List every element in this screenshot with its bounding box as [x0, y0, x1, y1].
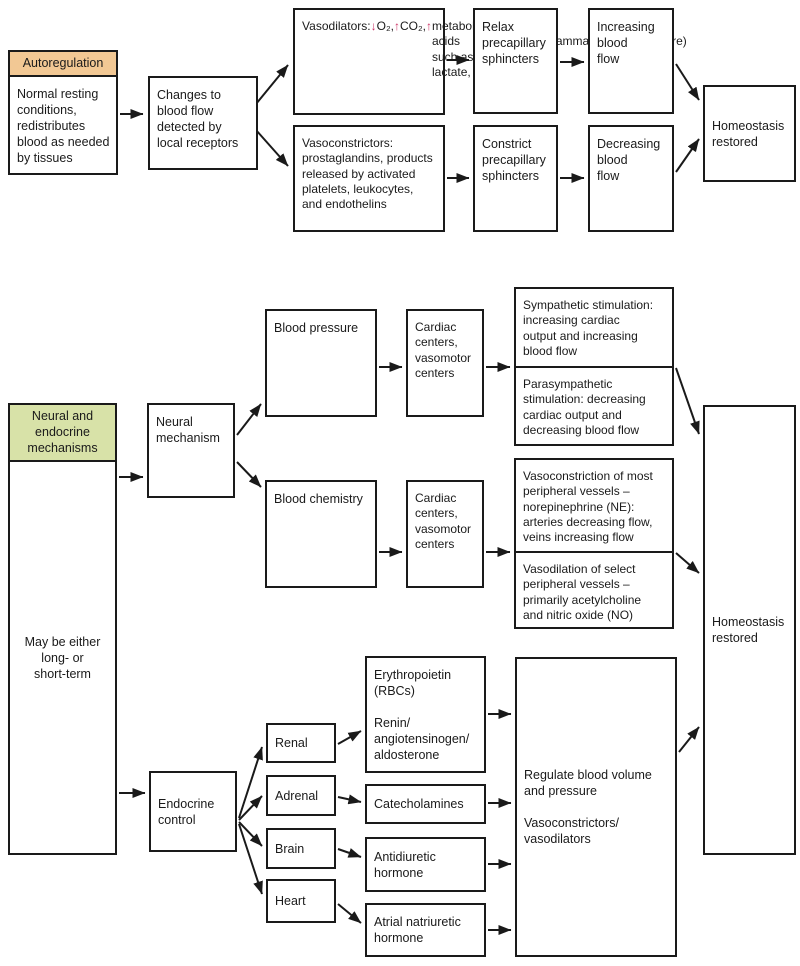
- changes-text: Changes to blood flow detected by local …: [157, 88, 239, 150]
- regulate-volume-text: Regulate blood volume and pressure Vasoc…: [524, 768, 652, 846]
- arrow-heart-to-hormones: [337, 903, 362, 924]
- decreasing-flow-text: Decreasing blood flow: [597, 137, 661, 183]
- blood-pressure-text: Blood pressure: [274, 321, 359, 335]
- arrow-changes-to-vasoconstrictors: [255, 129, 289, 167]
- blood-pressure-box: Blood pressure: [265, 309, 377, 417]
- vasoconstriction-box: Vasoconstriction of most peripheral vess…: [514, 458, 674, 553]
- catecholamines-box: Catecholamines: [365, 784, 486, 824]
- renal-box: Renal: [266, 723, 336, 763]
- arrow-regulate-to-homeostasis: [678, 726, 700, 753]
- homeostasis-bottom-text: Homeostasis restored: [712, 615, 785, 645]
- blood-chemistry-text: Blood chemistry: [274, 492, 363, 506]
- blood-chemistry-box: Blood chemistry: [265, 480, 377, 588]
- sympathetic-box: Sympathetic stimulation: increasing card…: [514, 287, 674, 368]
- arrow-vasomotion-to-homeostasis: [675, 552, 700, 574]
- vasoconstrictors-text: Vasoconstrictors: prostaglandins, produc…: [302, 136, 433, 212]
- cardiac-centers-text-1: Cardiac centers, vasomotor centers: [415, 320, 472, 381]
- arrow-endocrine-to-adrenal: [238, 795, 263, 821]
- arrow-brain-to-hormones: [337, 848, 362, 858]
- vasoconstriction-text: Vasoconstriction of most peripheral vess…: [523, 469, 653, 545]
- autoregulation-intro-text: Normal resting conditions, redistributes…: [17, 87, 110, 165]
- antidiuretic-hormone-text: Antidiuretic hormone: [374, 849, 436, 880]
- sympathetic-text: Sympathetic stimulation: increasing card…: [523, 298, 654, 359]
- arrow-endocrine-to-renal: [238, 746, 263, 819]
- homeostasis-bottom-box: Homeostasis restored: [703, 405, 796, 855]
- vasodilators-box: Vasodilators: ↓O₂, ↑CO₂, ↑metabolic acid…: [293, 8, 687, 115]
- vasodilation-text: Vasodilation of select peripheral vessel…: [523, 562, 642, 623]
- changes-box: Changes to blood flow detected by local …: [148, 76, 258, 170]
- neural-mechanism-box: Neural mechanism: [147, 403, 235, 498]
- regulate-volume-box: Regulate blood volume and pressure Vasoc…: [515, 657, 677, 957]
- endocrine-control-text: Endocrine control: [158, 796, 215, 827]
- heart-box: Heart: [266, 879, 336, 923]
- arrow-adrenal-to-hormones: [337, 794, 362, 805]
- constrict-sphincters-box: Constrict precapillary sphincters: [473, 125, 558, 232]
- renal-text: Renal: [275, 736, 308, 750]
- brain-box: Brain: [266, 828, 336, 869]
- antidiuretic-hormone-box: Antidiuretic hormone: [365, 837, 486, 892]
- decreasing-flow-box: Decreasing blood flow: [588, 125, 674, 232]
- arrow-endocrine-to-brain: [238, 821, 263, 847]
- arrow-decreasing-to-homeostasis: [675, 138, 700, 173]
- neural-mechanism-text: Neural mechanism: [156, 415, 220, 445]
- arrow-renal-to-hormones: [337, 730, 362, 745]
- arrow-neural-to-blood-pressure: [236, 403, 262, 436]
- neural-endocrine-box: Neural and endocrine mechanisms May be e…: [8, 403, 117, 855]
- catecholamines-text: Catecholamines: [374, 797, 464, 811]
- autoregulation-header: Autoregulation: [10, 52, 116, 77]
- increasing-flow-box: Increasing blood flow: [588, 8, 674, 114]
- constrict-sphincters-text: Constrict precapillary sphincters: [482, 137, 546, 183]
- renal-hormones-text: Erythropoietin (RBCs) Renin/ angiotensin…: [374, 668, 470, 762]
- vasoconstrictors-box: Vasoconstrictors: prostaglandins, produc…: [293, 125, 445, 232]
- adrenal-text: Adrenal: [275, 788, 319, 803]
- parasympathetic-box: Parasympathetic stimulation: decreasing …: [514, 366, 674, 446]
- atrial-natriuretic-text: Atrial natriuretic hormone: [374, 915, 461, 945]
- homeostasis-top-box: Homeostasis restored: [703, 85, 796, 182]
- vasodilators-text: Vasodilators: ↓O₂, ↑CO₂, ↑metabolic acid…: [302, 19, 687, 80]
- relax-sphincters-box: Relax precapillary sphincters: [473, 8, 558, 114]
- arrow-stimulation-to-homeostasis: [675, 367, 700, 435]
- atrial-natriuretic-box: Atrial natriuretic hormone: [365, 903, 486, 957]
- adrenal-box: Adrenal: [266, 775, 336, 816]
- neural-endocrine-intro-text: May be either long- or short-term: [24, 634, 101, 681]
- increasing-flow-text: Increasing blood flow: [597, 20, 655, 66]
- brain-text: Brain: [275, 841, 305, 856]
- neural-endocrine-header: Neural and endocrine mechanisms: [10, 405, 115, 462]
- parasympathetic-text: Parasympathetic stimulation: decreasing …: [523, 377, 646, 438]
- relax-sphincters-text: Relax precapillary sphincters: [482, 20, 546, 66]
- arrow-neural-to-blood-chemistry: [236, 461, 262, 488]
- autoregulation-box: Autoregulation Normal resting conditions…: [8, 50, 118, 175]
- homeostasis-top-text: Homeostasis restored: [712, 118, 785, 149]
- heart-text: Heart: [275, 894, 306, 908]
- vasodilation-box: Vasodilation of select peripheral vessel…: [514, 551, 674, 629]
- arrow-endocrine-to-heart: [238, 823, 263, 895]
- endocrine-control-box: Endocrine control: [149, 771, 237, 852]
- renal-hormones-box: Erythropoietin (RBCs) Renin/ angiotensin…: [365, 656, 486, 773]
- cardiac-centers-box-1: Cardiac centers, vasomotor centers: [406, 309, 484, 417]
- cardiac-centers-box-2: Cardiac centers, vasomotor centers: [406, 480, 484, 588]
- cardiac-centers-text-2: Cardiac centers, vasomotor centers: [415, 491, 472, 552]
- arrow-changes-to-vasodilators: [255, 64, 289, 105]
